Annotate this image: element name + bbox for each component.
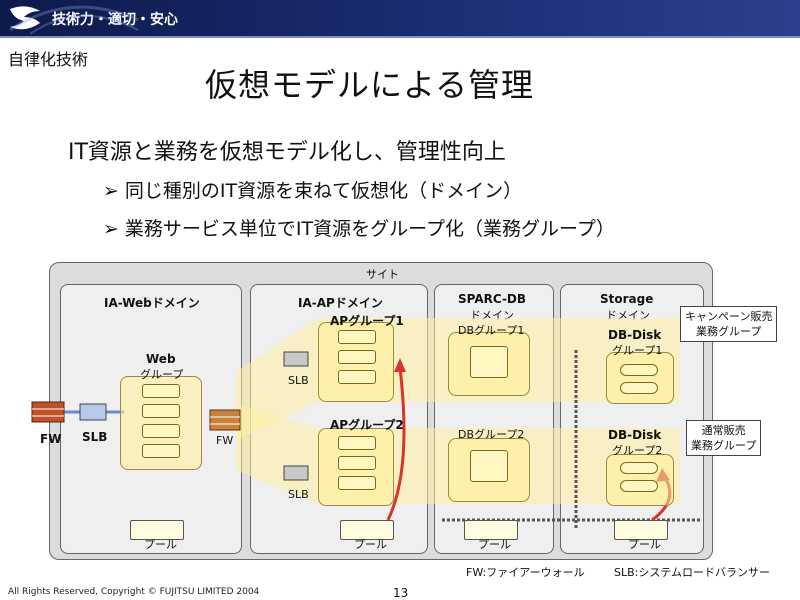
web-server bbox=[142, 444, 180, 458]
header-divider bbox=[0, 36, 800, 38]
disk bbox=[620, 364, 658, 376]
db-server bbox=[470, 346, 508, 378]
bullet-arrow-icon: ➢ bbox=[103, 180, 119, 202]
pool-label: プール bbox=[628, 538, 661, 551]
callout-regular-line-1: 通常販売 bbox=[701, 424, 746, 437]
bullet-main: IT資源と業務を仮想モデル化し、管理性向上 bbox=[68, 140, 506, 165]
callout-regular-group: 通常販売 業務グループ bbox=[686, 420, 762, 456]
callout-campaign-line-1: キャンペーン販売 bbox=[685, 310, 773, 323]
callout-campaign-line-2: 業務グループ bbox=[696, 325, 762, 338]
db-server bbox=[470, 450, 508, 482]
ap-server bbox=[338, 476, 376, 490]
ap-server bbox=[338, 350, 376, 364]
db-disk-group-1 bbox=[606, 352, 674, 404]
callout-regular-line-2: 業務グループ bbox=[691, 439, 757, 452]
pool-label: プール bbox=[144, 538, 177, 551]
pool-web bbox=[130, 520, 184, 540]
header-slogan: 技術力・適切・安心 bbox=[52, 12, 178, 28]
legend-fw: FW:ファイアーウォール bbox=[466, 566, 585, 579]
section-label: 自律化技術 bbox=[8, 50, 89, 69]
slb-icon bbox=[283, 351, 309, 367]
bullet-arrow-icon: ➢ bbox=[103, 218, 119, 240]
slide-title: 仮想モデルによる管理 bbox=[205, 66, 535, 104]
web-server bbox=[142, 404, 180, 418]
header-bar: 技術力・適切・安心 bbox=[0, 0, 800, 36]
fw-label: FW bbox=[216, 434, 234, 447]
ap-server bbox=[338, 330, 376, 344]
fujitsu-logo-icon bbox=[10, 6, 40, 30]
firewall-icon bbox=[209, 409, 241, 431]
slb-label: SLB bbox=[288, 374, 309, 387]
db-domain-label-1: SPARC-DB bbox=[458, 292, 527, 306]
page-number: 13 bbox=[393, 586, 409, 600]
ap-group-2-label: APグループ2 bbox=[330, 418, 404, 432]
pool-storage bbox=[614, 520, 668, 540]
slb-label: SLB bbox=[82, 430, 108, 444]
db-disk-group-1-label-2: グループ1 bbox=[612, 344, 663, 357]
site-label: サイト bbox=[366, 268, 399, 281]
header-decoration-icon bbox=[9, 5, 139, 35]
web-group-label-2: グループ bbox=[140, 368, 184, 381]
web-server bbox=[142, 424, 180, 438]
pool-ap bbox=[340, 520, 394, 540]
pool-label: プール bbox=[478, 538, 511, 551]
db-disk-group-1-label-1: DB-Disk bbox=[608, 328, 662, 342]
bullet-sub-1-text: 同じ種別のIT資源を束ねて仮想化（ドメイン） bbox=[124, 180, 523, 202]
copyright: All Rights Reserved, Copyright © FUJITSU… bbox=[8, 587, 260, 597]
pool-db bbox=[464, 520, 518, 540]
callout-campaign-group: キャンペーン販売 業務グループ bbox=[680, 306, 778, 342]
storage-domain-label-1: Storage bbox=[600, 292, 654, 306]
slb-label: SLB bbox=[288, 488, 309, 501]
db-group-1-label: DBグループ1 bbox=[458, 324, 525, 337]
fw-label: FW bbox=[40, 432, 62, 446]
firewall-icon bbox=[31, 401, 65, 423]
pool-label: プール bbox=[354, 538, 387, 551]
db-disk-group-2-label-1: DB-Disk bbox=[608, 428, 662, 442]
db-disk-group-2-label-2: グループ2 bbox=[612, 444, 663, 457]
ap-server bbox=[338, 456, 376, 470]
disk bbox=[620, 382, 658, 394]
disk bbox=[620, 480, 658, 492]
ap-server bbox=[338, 436, 376, 450]
ap-server bbox=[338, 370, 376, 384]
bullet-sub-1: ➢同じ種別のIT資源を束ねて仮想化（ドメイン） bbox=[103, 176, 522, 203]
web-server bbox=[142, 384, 180, 398]
slb-icon bbox=[283, 465, 309, 481]
web-group-label-1: Web bbox=[146, 352, 176, 366]
bullet-sub-2-text: 業務サービス単位でIT資源をグループ化（業務グループ） bbox=[124, 218, 615, 240]
ap-domain-label: IA-APドメイン bbox=[298, 296, 383, 310]
slb-icon bbox=[79, 403, 107, 421]
web-domain-label: IA-Webドメイン bbox=[104, 296, 200, 310]
disk bbox=[620, 462, 658, 474]
ap-group-1-label: APグループ1 bbox=[330, 314, 404, 328]
legend-slb: SLB:システムロードバランサー bbox=[614, 566, 771, 579]
db-group-2-label: DBグループ2 bbox=[458, 428, 525, 441]
bullet-sub-2: ➢業務サービス単位でIT資源をグループ化（業務グループ） bbox=[103, 214, 615, 241]
